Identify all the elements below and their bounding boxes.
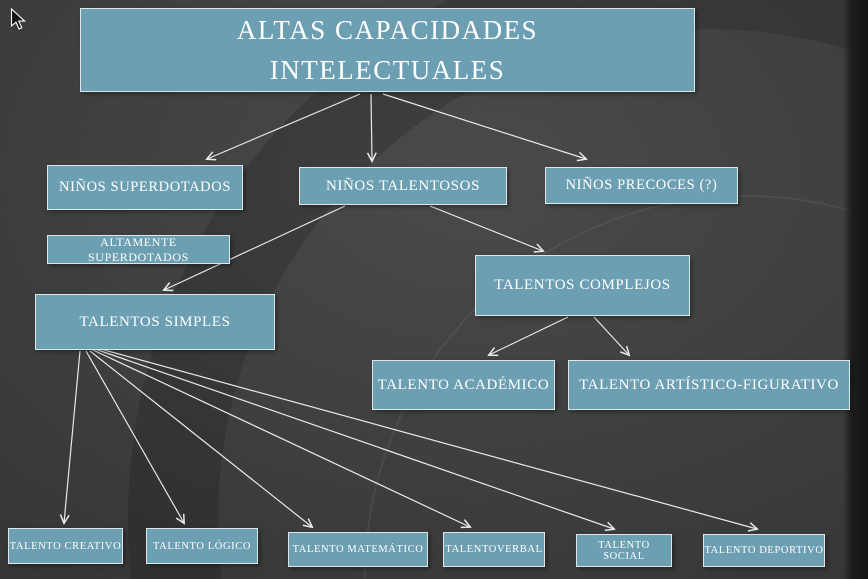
node-altamente-superdotados: ALTAMENTE SUPERDOTADOS (47, 235, 230, 264)
node-altas-capacidades-intelectuales: ALTAS CAPACIDADES INTELECTUALES (80, 8, 695, 92)
slide-title: ALTAS CAPACIDADES INTELECTUALES (236, 14, 539, 86)
mouse-cursor-icon (10, 8, 27, 30)
node-talento-creativo: TALENTO CREATIVO (8, 528, 123, 564)
node-talento-deportivo: TALENTO DEPORTIVO (703, 534, 825, 567)
node-talento-academico: TALENTO ACADÉMICO (372, 360, 555, 410)
node-talento-artistico-figurativo: TALENTO ARTÍSTICO-FIGURATIVO (568, 360, 850, 410)
node-ninos-precoces: NIÑOS PRECOCES (?) (545, 167, 738, 204)
node-talento-logico: TALENTO LÓGICO (146, 528, 258, 564)
node-talentos-complejos: TALENTOS COMPLEJOS (475, 255, 690, 316)
node-talento-matematico: TALENTO MATEMÁTICO (288, 532, 428, 567)
node-talento-social: TALENTO SOCIAL (576, 534, 672, 567)
node-talentos-simples: TALENTOS SIMPLES (35, 294, 275, 350)
slide-right-edge-shadow (843, 0, 868, 579)
node-ninos-superdotados: NIÑOS SUPERDOTADOS (47, 165, 243, 210)
node-ninos-talentosos: NIÑOS TALENTOSOS (299, 167, 507, 205)
node-talento-verbal: TALENTOVERBAL (443, 532, 545, 567)
